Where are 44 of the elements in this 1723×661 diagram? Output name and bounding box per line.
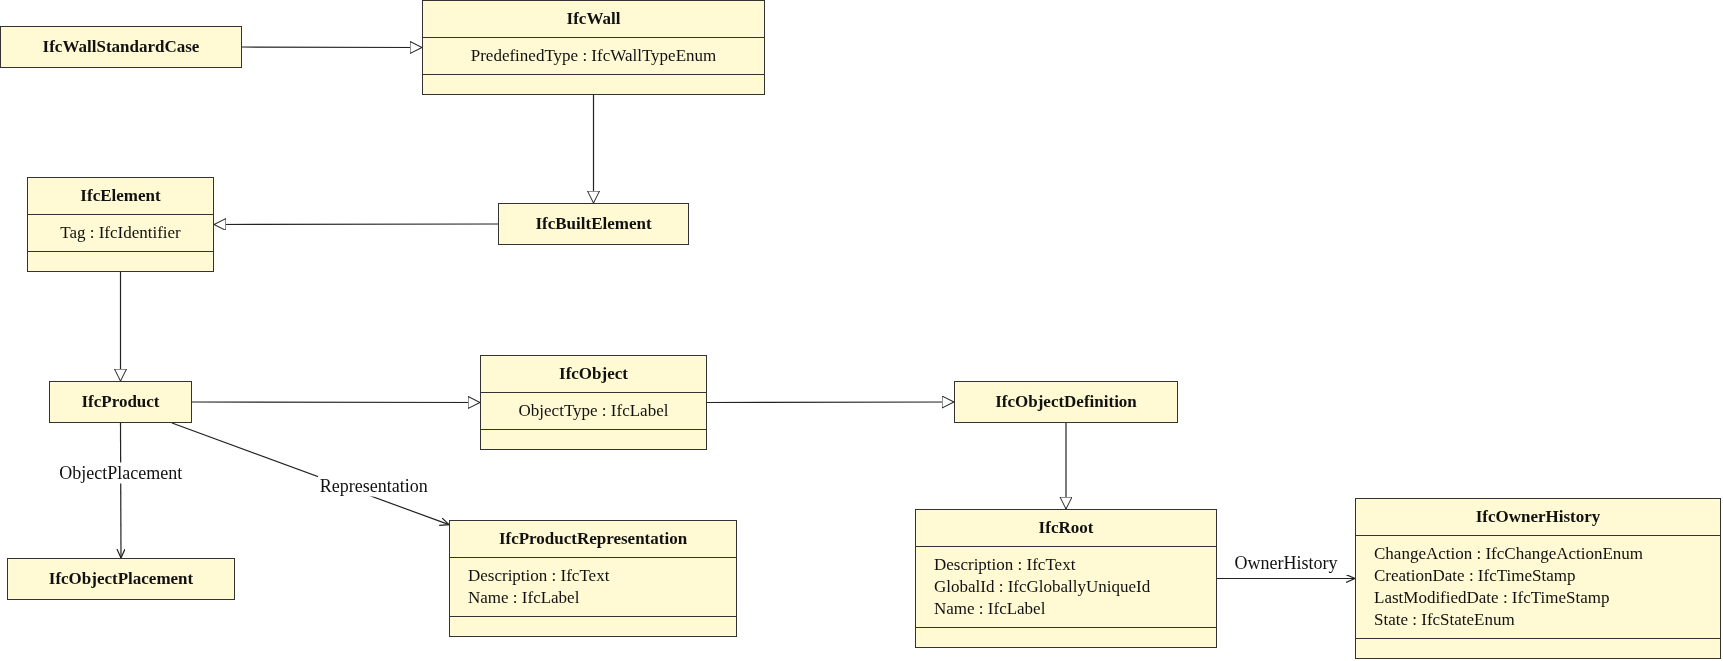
generalization-arrow — [213, 218, 499, 231]
class-name: IfcElement — [80, 186, 161, 205]
attribute-text: Tag : IfcIdentifier — [60, 222, 181, 244]
generalization-arrow — [1059, 422, 1073, 510]
class-name: IfcWallStandardCase — [42, 37, 200, 56]
attribute-text: ChangeAction : IfcChangeActionEnum — [1374, 543, 1644, 565]
generalization-arrow — [706, 395, 955, 409]
generalization-arrow — [587, 94, 600, 204]
attribute-text: Name : IfcLabel — [468, 587, 580, 609]
class-box — [0, 26, 242, 68]
attribute-text: Description : IfcText — [468, 565, 610, 587]
class-box — [1355, 498, 1721, 659]
attribute-text: Name : IfcLabel — [934, 598, 1046, 620]
class-name: IfcProduct — [81, 392, 160, 411]
class-box — [27, 177, 214, 272]
attribute-text: LastModifiedDate : IfcTimeStamp — [1374, 587, 1610, 609]
class-box — [422, 0, 765, 95]
class-box — [954, 381, 1178, 423]
class-name: IfcObjectDefinition — [995, 392, 1137, 411]
class-name: IfcWall — [566, 9, 621, 28]
attribute-text: ObjectType : IfcLabel — [518, 400, 669, 422]
attribute-text: PredefinedType : IfcWallTypeEnum — [470, 45, 717, 67]
edge-label: ObjectPlacement — [57, 462, 185, 484]
class-name: IfcObjectPlacement — [48, 569, 194, 588]
class-name: IfcRoot — [1038, 518, 1094, 537]
generalization-arrow — [114, 271, 127, 382]
class-box — [480, 355, 707, 450]
attribute-text: CreationDate : IfcTimeStamp — [1374, 565, 1576, 587]
class-box — [7, 558, 235, 600]
class-name: IfcProductRepresentation — [498, 529, 688, 548]
generalization-arrow — [241, 40, 423, 54]
class-name: IfcObject — [559, 364, 628, 383]
class-name: IfcBuiltElement — [535, 214, 652, 233]
class-box — [449, 520, 737, 637]
class-box — [49, 381, 192, 423]
generalization-arrow — [191, 396, 481, 409]
association-arrow — [1216, 573, 1356, 584]
edge-label: Representation — [317, 475, 430, 497]
attribute-text: GlobalId : IfcGloballyUniqueId — [934, 576, 1151, 598]
attribute-text: Description : IfcText — [934, 554, 1076, 576]
class-box — [498, 203, 689, 245]
class-box — [915, 509, 1217, 648]
attribute-text: State : IfcStateEnum — [1374, 609, 1515, 631]
class-name: IfcOwnerHistory — [1475, 507, 1601, 526]
